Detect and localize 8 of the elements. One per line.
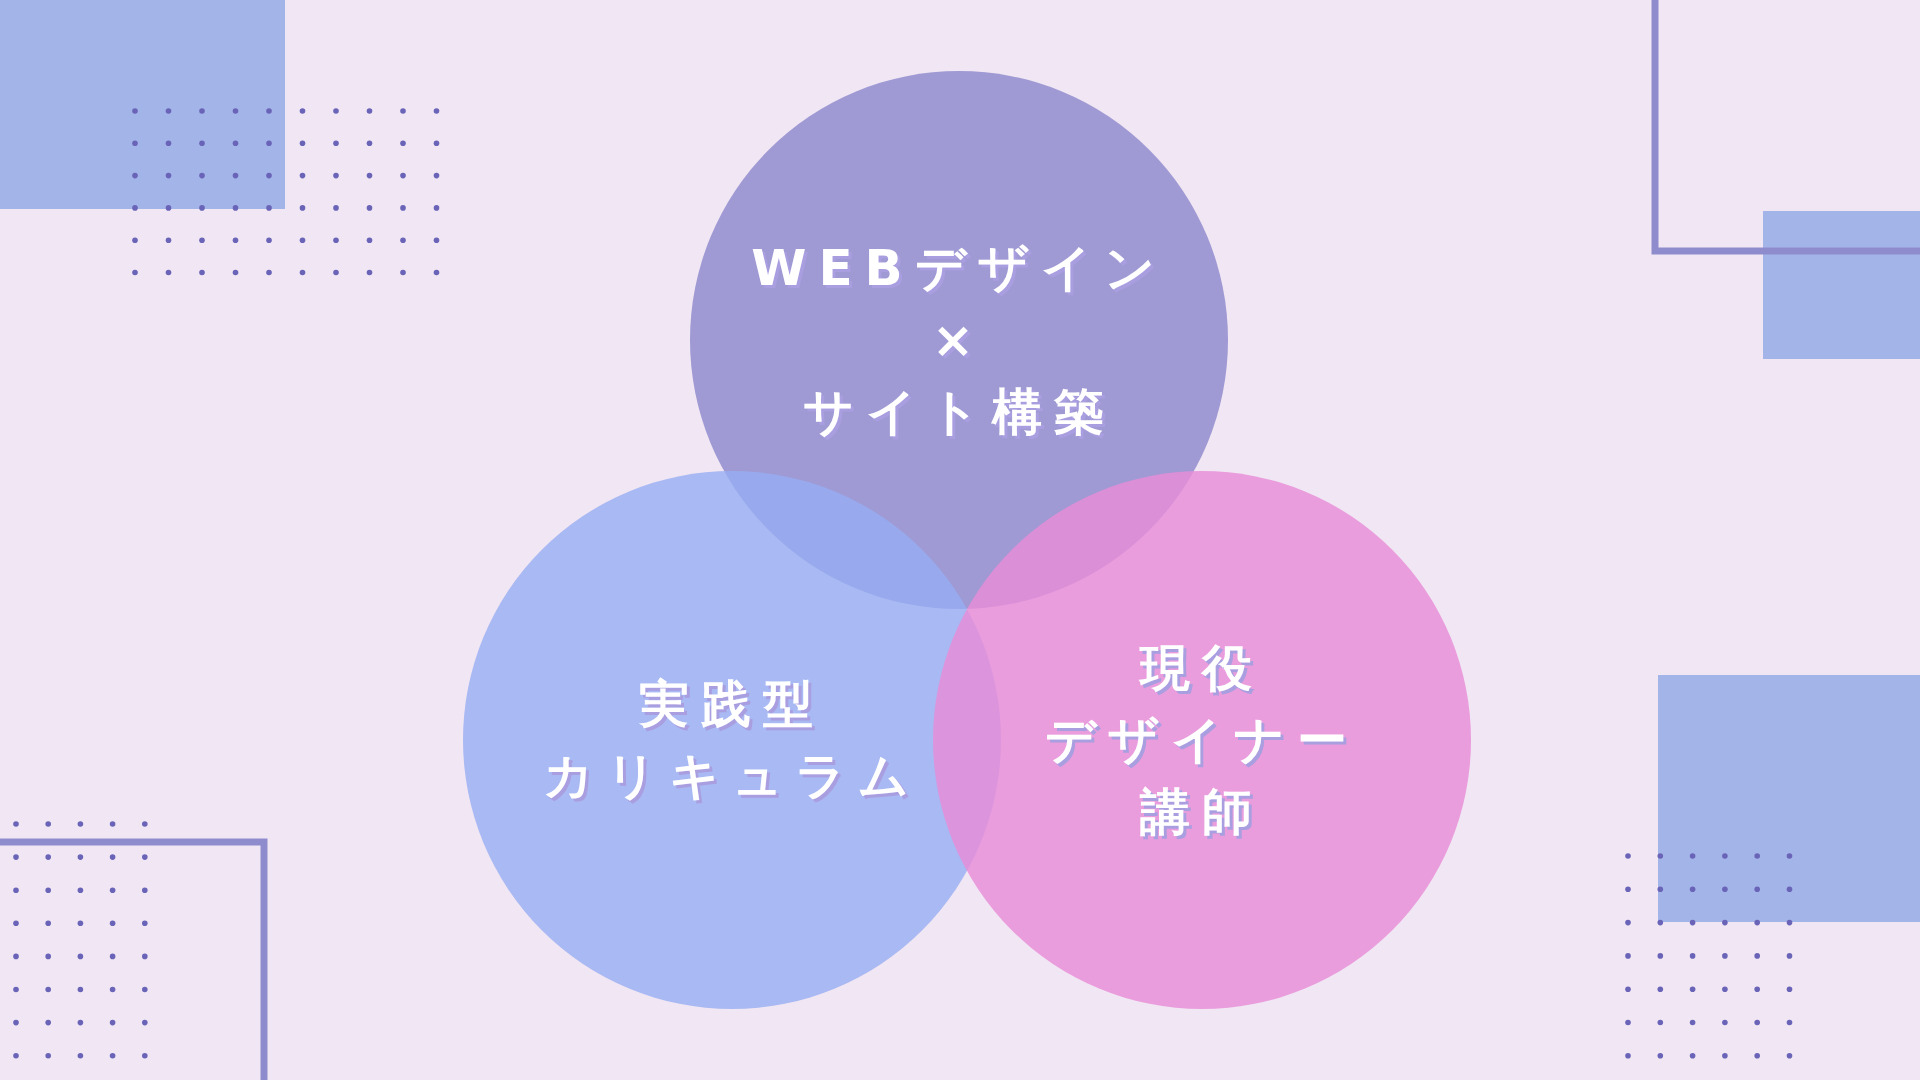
circle-label: デザイナー [1045, 710, 1359, 771]
circle-label: カリキュラム [543, 746, 921, 807]
circle-label: 講師 [1140, 782, 1264, 843]
circle-label: WEBデザイン [751, 238, 1167, 299]
circle-label: 現役 [1140, 638, 1264, 699]
circle-label: × [932, 310, 986, 371]
circle-label: サイト構築 [802, 382, 1116, 443]
circle-label: 実践型 [639, 674, 825, 735]
